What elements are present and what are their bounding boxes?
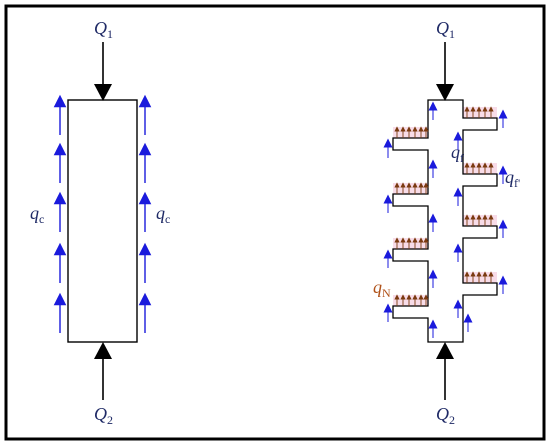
right-side-friction-arrows [383,101,508,338]
left-pile: Q1 Q2 qc qc [30,18,170,427]
right-label-Q2: Q2 [436,404,455,427]
right-label-qf-prime: qf' [505,167,520,190]
plate-arrows [394,106,494,306]
left-top-load-arrow [94,42,112,101]
right-pile-outline [392,99,498,343]
right-top-load-arrow [436,42,454,101]
right-label-qf: qf [451,142,464,165]
left-bottom-load-arrow [94,342,112,400]
left-label-qc-right: qc [156,203,170,226]
left-label-Q1: Q1 [94,18,113,41]
left-label-qc-left: qc [30,203,44,226]
figure-border [4,4,546,441]
right-pile: Q1 Q2 qf qf' qN [373,18,520,427]
left-label-Q2: Q2 [94,404,113,427]
right-label-Q1: Q1 [436,18,455,41]
right-bottom-load-arrow [436,342,454,400]
left-pile-shaft [67,99,138,343]
left-side-arrows [53,94,152,333]
plate-fills [393,107,497,306]
right-label-qN: qN [373,277,391,300]
